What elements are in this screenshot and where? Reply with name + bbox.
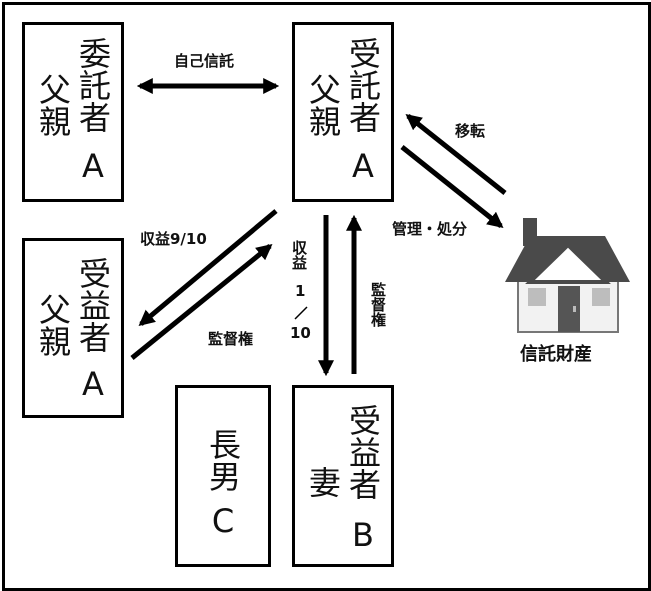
beneficiary-father-letter: A [74,365,112,403]
fraction-slash [294,306,308,320]
supervision-left-arrow [130,243,273,360]
eldest-son-letter: C [204,502,242,540]
settlor-person: 父親 [34,73,72,137]
trustee-letter: A [344,147,382,185]
transfer-arrow [405,114,507,195]
house-icon [505,218,630,333]
management-arrow [400,145,504,228]
settlor-letter: A [74,147,112,185]
income-9-10-label: 収益9/10 [140,230,207,248]
eldest-son-box: 長男 C [175,385,271,567]
self-trust-label: 自己信託 [174,52,235,70]
income-1-10-top-label: 収益 [290,240,308,270]
beneficiary-father-box: 受益者 父親 A [22,238,124,418]
income-1-10-denominator: 10 [290,324,311,342]
settlor-box: 委託者 父親 A [22,22,124,202]
trustee-box: 受託者 父親 A [292,22,394,202]
management-label: 管理・処分 [392,220,468,238]
beneficiary-wife-box: 受益者 妻 B [292,385,394,567]
transfer-label: 移転 [455,122,486,140]
beneficiary-wife-person: 妻 [304,466,342,498]
trustee-person: 父親 [304,73,342,137]
settlor-role: 委託者 [74,37,112,133]
income-9-10-arrow [138,209,278,327]
beneficiary-wife-letter: B [344,516,382,554]
supervision-right-label: 監督権 [369,282,387,327]
eldest-son-name: 長男 [204,428,242,492]
trustee-role: 受託者 [344,37,382,133]
supervision-left-label: 監督権 [208,330,254,348]
beneficiary-father-role: 受益者 [74,257,112,353]
income-1-10-numerator: 1 [295,282,306,300]
trust-property-caption: 信託財産 [520,344,592,365]
beneficiary-father-person: 父親 [34,293,72,357]
beneficiary-wife-role: 受益者 [344,404,382,500]
